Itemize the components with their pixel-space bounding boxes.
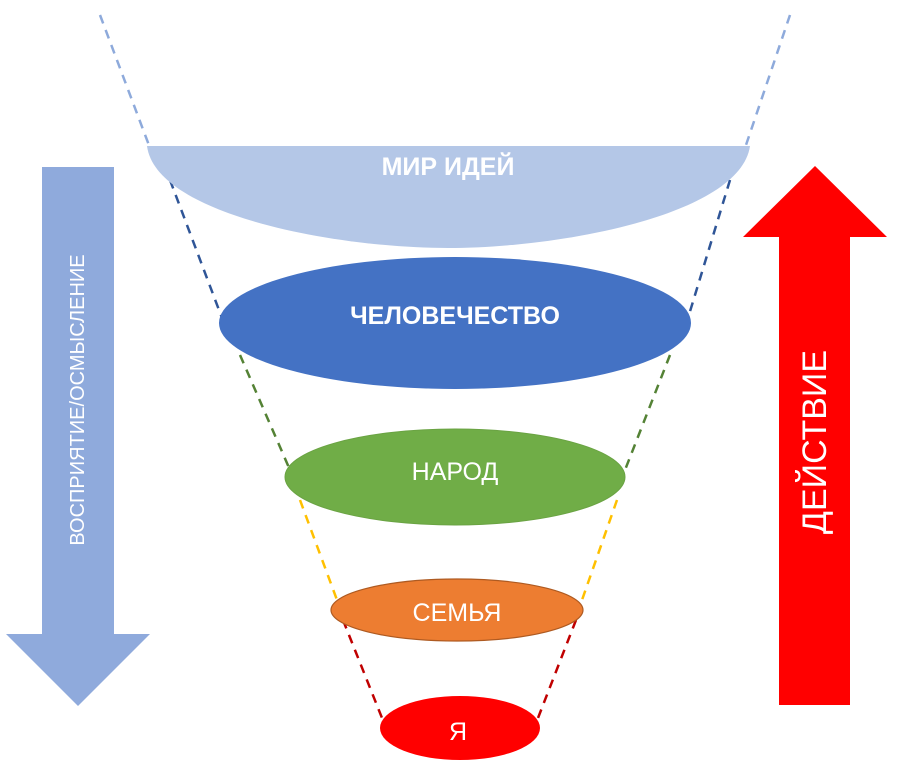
level-humanity-shape: [219, 257, 691, 389]
level-self-shape: [380, 696, 540, 760]
level-self-label: Я: [449, 718, 467, 746]
level-nation-label: НАРОД: [412, 458, 499, 486]
perception-arrow: ВОСПРИЯТИЕ/ОСМЫСЛЕНИЕ: [6, 167, 150, 706]
connector-self-right: [536, 619, 578, 719]
arrow-up-icon: [743, 166, 887, 705]
connector-humanity-left: [168, 179, 224, 319]
connector-top-left: [98, 14, 152, 149]
level-family-shape: [330, 578, 584, 642]
connector-family-right: [580, 499, 619, 601]
level-world-of-ideas-shape: [147, 146, 750, 248]
level-humanity-label: ЧЕЛОВЕЧЕСТВО: [350, 302, 560, 330]
action-arrow: ДЕЙСТВИЕ: [743, 166, 887, 705]
connector-humanity-right: [686, 179, 732, 319]
connector-nation-right: [623, 354, 672, 471]
arrow-down-icon: [6, 167, 150, 706]
level-nation-shape: [284, 428, 626, 526]
level-family-label: СЕМЬЯ: [413, 599, 502, 627]
connector-nation-left: [238, 354, 292, 471]
connector-self-left: [341, 619, 384, 719]
connector-lines: [98, 14, 792, 719]
connector-top-right: [743, 14, 792, 149]
perception-arrow-label: ВОСПРИЯТИЕ/ОСМЫСЛЕНИЕ: [67, 254, 89, 545]
level-world-of-ideas-label: МИР ИДЕЙ: [382, 151, 515, 181]
action-arrow-label: ДЕЙСТВИЕ: [796, 350, 834, 534]
connector-family-left: [298, 499, 339, 601]
